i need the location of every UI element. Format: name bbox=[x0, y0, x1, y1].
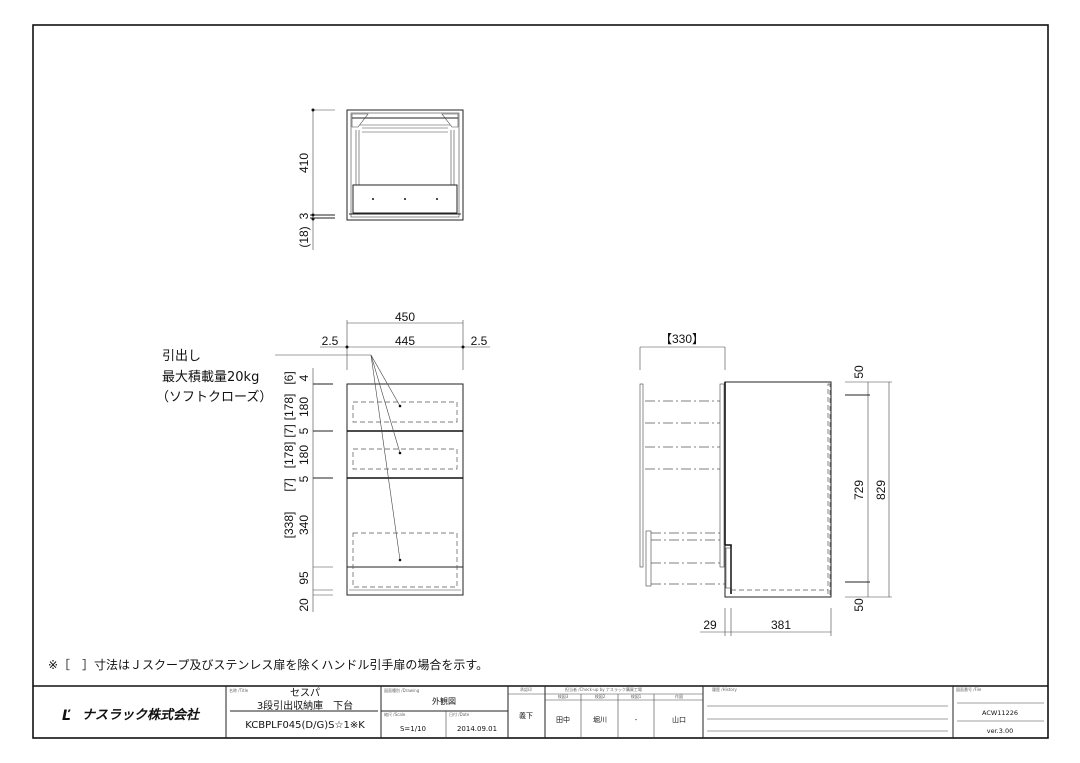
company-logo-icon: Ľ bbox=[62, 708, 71, 724]
drawing-type: 外観図 bbox=[432, 696, 456, 706]
scale-label: 縮尺 /Scale bbox=[384, 711, 406, 717]
dim-left-bracket-1: [178] bbox=[282, 394, 296, 421]
title-block: Ľ ナスラック株式会社 名称 /Title セスパ 3段引出収納庫 下台 KCB… bbox=[33, 685, 1048, 738]
dim-side-inner: 729 bbox=[852, 480, 866, 500]
dim-left-0: 4 bbox=[297, 374, 311, 381]
dimension-note: ※［ ］寸法はＪスクープ及びステンレス扉を除くハンドル引手扉の場合を示す。 bbox=[48, 657, 488, 672]
dim-side-overall: 829 bbox=[874, 480, 888, 500]
checker-name-3: 山口 bbox=[672, 715, 686, 724]
version: ver.3.00 bbox=[987, 727, 1013, 735]
sheet-border bbox=[32, 24, 1049, 739]
checker-name-1: 堀川 bbox=[593, 715, 607, 724]
checkers-label: 担当者 /Check-up by ナスラック購買工場 bbox=[565, 686, 642, 692]
dim-left-bracket-0: [6] bbox=[282, 371, 296, 384]
date-value: 2014.09.01 bbox=[457, 725, 497, 733]
dim-left-5: 340 bbox=[297, 515, 311, 535]
file-number: ACW11226 bbox=[982, 709, 1018, 717]
dim-left-bracket-4: [7] bbox=[282, 478, 296, 491]
drawer-soft-close: （ソフトクローズ） bbox=[156, 389, 272, 405]
dim-drawer-travel: 【330】 bbox=[660, 332, 704, 346]
company-name: ナスラック株式会社 bbox=[82, 707, 201, 723]
dim-left-bracket-3: [178] bbox=[282, 442, 296, 469]
dim-overall-width: 450 bbox=[395, 310, 415, 324]
front-view: 450 445 2.5 2.5 4 [6] 180 [178] 5 [7] 18… bbox=[156, 310, 490, 612]
dim-inner-width: 445 bbox=[395, 334, 415, 348]
dim-left-6: 95 bbox=[297, 571, 311, 585]
checker-role-3: 作図 bbox=[675, 693, 683, 699]
series-name: セスパ bbox=[290, 687, 320, 699]
drawer-label: 引出し bbox=[162, 349, 201, 364]
product-name: 3段引出収納庫 下台 bbox=[257, 699, 353, 712]
dim-plan-gap: 3 bbox=[297, 212, 311, 219]
dim-left-1: 180 bbox=[297, 397, 311, 417]
date-label: 日付 /Date bbox=[449, 711, 470, 717]
drawing-label: 図面種別 /Drawing bbox=[384, 687, 420, 693]
dim-left-7: 20 bbox=[297, 598, 311, 612]
approval-stamp: 義下 bbox=[519, 711, 533, 720]
dim-right-gap: 2.5 bbox=[471, 334, 488, 348]
history-label: 履歴 /History bbox=[712, 686, 737, 692]
dim-left-4: 5 bbox=[297, 475, 311, 482]
dim-plan-depth: 410 bbox=[297, 153, 311, 173]
dim-plan-bottom: (18) bbox=[297, 226, 311, 247]
plan-view: 410 3 (18) bbox=[297, 108, 464, 250]
file-label: 図面番号 /File bbox=[956, 686, 982, 692]
dim-left-bracket-5: [338] bbox=[282, 512, 296, 539]
drawer-max-load: 最大積載量20kg bbox=[162, 370, 259, 385]
checker-role-1: 検図2 bbox=[595, 693, 606, 699]
dim-side-depth: 381 bbox=[771, 618, 791, 632]
dim-left-bracket-2: [7] bbox=[282, 424, 296, 437]
model-number: KCBPLF045(D/G)S☆1※K bbox=[245, 720, 365, 731]
side-view: 【330】 50 729 829 50 29 381 bbox=[639, 332, 892, 636]
dim-side-front: 29 bbox=[703, 618, 717, 632]
dim-left-gap: 2.5 bbox=[322, 334, 339, 348]
checker-name-0: 田中 bbox=[556, 715, 570, 724]
scale-value: S=1/10 bbox=[400, 725, 426, 733]
title-label: 名称 /Title bbox=[229, 687, 249, 693]
dim-side-top: 50 bbox=[852, 365, 866, 379]
checker-role-2: 検図1 bbox=[631, 693, 642, 699]
checker-name-2: - bbox=[635, 716, 638, 724]
checker-role-0: 検図3 bbox=[558, 693, 569, 699]
approval-label: 承認印 bbox=[520, 686, 532, 692]
dim-left-3: 180 bbox=[297, 445, 311, 465]
dim-side-bottom: 50 bbox=[852, 598, 866, 612]
dim-left-2: 5 bbox=[297, 427, 311, 434]
